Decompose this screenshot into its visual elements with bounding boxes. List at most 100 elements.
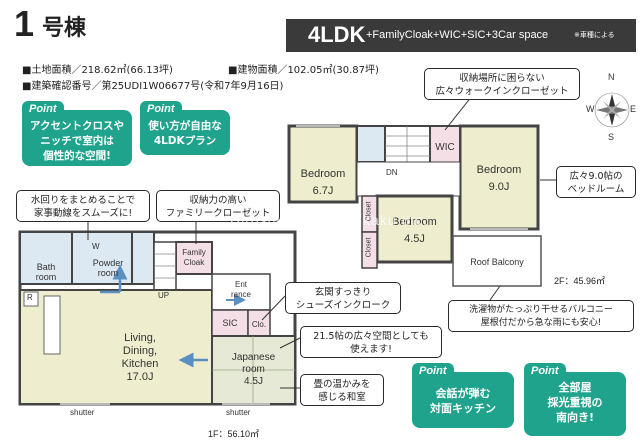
callout-text: ベッドルーム [567,184,625,195]
building-number-digit: 1 [14,3,35,44]
room-name: Bedroom [476,164,522,176]
point-free-4ldk: Point 使い方が自由な 4LDKプラン [140,101,230,155]
land-area: ■土地面積／218.62㎡(66.13坪) [22,65,173,76]
compass-icon [594,92,630,128]
callout-text: 屋根付だから急な雨にも安心! [480,318,602,328]
bedroom-4-5-area [375,194,454,264]
bedroom-4-5-label: Bedroom 4.5J [377,216,452,246]
point-tag: Point [22,101,64,118]
up-label: UP [158,291,170,300]
bath-room-area [19,231,73,285]
room-name: Dining, [122,345,158,357]
dn-label: DN [386,168,398,177]
hall-2f [356,161,461,197]
point-tag: Point [140,101,182,118]
compass-w: W [586,104,595,114]
room-name: Bath [36,262,56,272]
room-name: room [35,272,57,282]
point-line: 全部屋 [558,381,592,394]
point-line: 個性的な空間! [43,150,111,162]
callout-text: 水回りをまとめることで [30,195,136,206]
fridge [23,291,39,307]
room-size: 4.5J [244,376,263,387]
point-tag: Point [412,363,454,380]
bedroom-6-7-label: Bedroom 6.7J [289,168,357,198]
callout-tatami: 畳の温かみを 感じる和室 [300,374,384,406]
room-name: Living, [124,332,156,344]
room-name: room [97,268,119,278]
callout-water: 水回りをまとめることで 家事動線をスムーズに! [16,190,150,222]
compass-s: S [608,132,615,142]
point-line: 採光重視の [547,396,603,409]
toilet-2f-area [356,125,386,163]
closet-b-label: Closet [365,237,373,258]
room-name: rance [230,290,251,299]
clo-label: Clo. [251,320,267,329]
room-size: 9.0J [488,181,510,193]
first-floor-plan [18,230,297,406]
roof-balcony-area [452,235,542,287]
callout-bedroom9: 広々9.0帖の ベッドルーム [556,166,636,198]
point-kitchen: Point 会話が弾む 対面キッチン [412,363,514,428]
point-accent-cross: Point アクセントクロスや ニッチで室内は 個性的な空間! [22,101,132,166]
sic-label: SIC [222,318,238,328]
sic-area [211,309,249,337]
compass-e: E [630,104,637,114]
point-line: 会話が弾む [435,387,491,400]
powder-room-label: Powder room [84,258,132,278]
bedroom-6-7-area [287,124,359,204]
refrigerator-label: R [27,293,33,302]
compass-n: N [608,72,615,82]
room-name: Bedroom [392,216,437,228]
room-size: 4.5J [404,233,425,245]
room-name: room [242,364,265,375]
room-name: Japanese [231,352,276,363]
building-suffix: 号棟 [42,16,87,41]
second-floor-plan [287,124,542,287]
point-tag: Point [524,363,566,380]
callout-entrance: 玄関すっきり シューズインクローク [285,282,401,314]
callout-text: シューズインクローク [295,300,391,311]
point-line: ニッチで室内は [40,135,114,147]
callout-storage: 収納場所に困らない 広々ウォークインクローゼット [424,68,580,100]
room-name: Powder [92,258,124,268]
closet-b-area [361,231,378,269]
callout-text: 感じる和室 [318,392,366,403]
bath-room-label: Bath room [20,262,72,282]
callout-text: 使えます! [350,344,392,355]
roof-balcony-label: Roof Balcony [470,257,524,267]
watermark: Hiroshima Sogo Kikaku Inc. [230,212,428,228]
callout-text: 家事動線をスムーズに! [33,208,133,219]
callout-text: 収納場所に困らない [459,73,545,84]
callout-leaders [87,95,556,389]
point-line: アクセントクロスや [30,120,124,132]
floor1-area: 1F：56.10㎡ [208,429,260,439]
toilet-1f-area [131,231,155,285]
callout-text: 畳の温かみを [313,379,371,390]
family-cloak-label: Family Cloak [176,248,212,268]
point-south-facing: Point 全部屋 採光重視の 南向き! [524,363,626,436]
entrance-label: Ent rance [212,280,270,300]
room-name: Family [182,248,206,257]
callout-text: 収納力の高い [189,195,247,206]
building-number: 1 [14,4,34,44]
room-size: 17.0J [126,371,154,383]
building-area: ■建物面積／102.05㎡(30.87坪) [228,65,379,76]
japanese-room-label: Japanese room 4.5J [212,352,295,388]
callout-text: 広々9.0帖の [569,171,623,182]
callout-text: ファミリークローゼット [165,208,271,219]
layout-banner: 4LDK +FamilyCloak+WIC+SIC+3Car space ※車種… [286,19,636,52]
point-line: 使い方が自由な [148,120,222,132]
point-line: 対面キッチン [430,402,496,415]
kitchen-counter [43,295,61,355]
room-name: Ent [234,280,247,289]
layout-note: ※車種による [574,31,615,39]
callout-text: 21.5帖の広々空間としても [313,331,429,342]
ldk-label: Living, Dining, Kitchen 17.0J [90,332,190,384]
room-name: Cloak [183,258,205,267]
callout-family: 収納力の高い ファミリークローゼット [156,190,280,222]
layout-extras: +FamilyCloak+WIC+SIC+3Car space [366,29,549,41]
room-name: Kitchen [121,358,159,370]
callout-living: 21.5帖の広々空間としても 使えます! [300,326,442,358]
